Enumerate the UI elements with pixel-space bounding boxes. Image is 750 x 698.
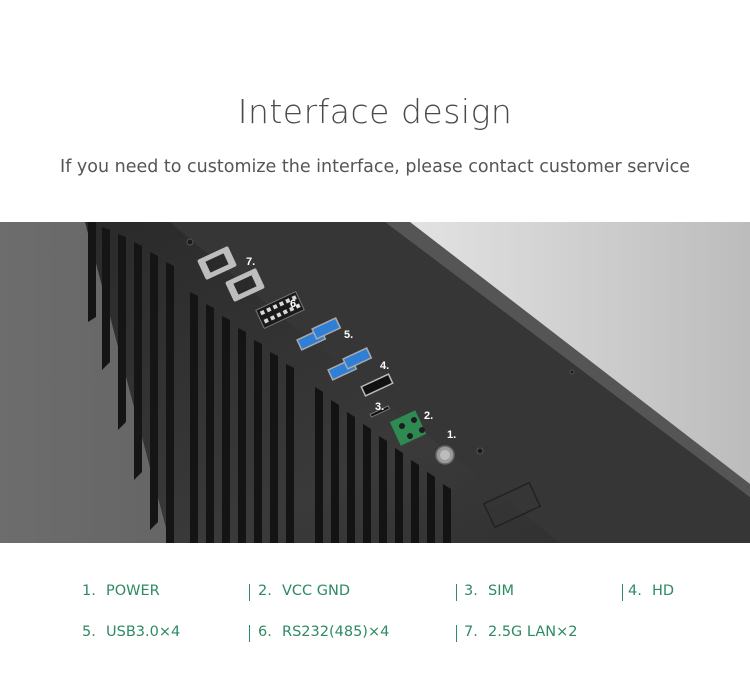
- callout-7: 7.: [246, 256, 255, 268]
- lan-port-icon: [197, 246, 265, 302]
- serial-header-icon: [255, 290, 305, 330]
- legend-label: USB3.0×4: [106, 624, 181, 640]
- page-title: Interface design: [237, 92, 513, 131]
- legend-label: POWER: [106, 583, 160, 599]
- legend-label: RS232(485)×4: [282, 624, 390, 640]
- legend-number: 2.: [258, 583, 272, 599]
- legend-label: 2.5G LAN×2: [488, 624, 578, 640]
- sim-slot-icon: [369, 405, 391, 418]
- legend-number: 1.: [82, 583, 96, 599]
- legend-divider: [456, 625, 457, 642]
- hdmi-port-icon: [360, 373, 394, 397]
- legend-item-usb: 5. USB3.0×4: [82, 624, 180, 640]
- legend-number: 4.: [628, 583, 642, 599]
- product-photo: 7. 6. 5. 4. 3. 2. 1.: [0, 222, 750, 543]
- callout-6: 6.: [290, 298, 299, 310]
- legend-number: 7.: [464, 624, 478, 640]
- legend-label: HD: [652, 583, 675, 599]
- legend-divider: [249, 584, 250, 601]
- callout-3: 3.: [375, 401, 384, 413]
- interface-legend: 1.POWER 2.VCC GND 3.SIM 4.HD 5.USB3.0×4 …: [0, 575, 750, 655]
- legend-divider: [249, 625, 250, 642]
- legend-number: 5.: [82, 624, 96, 640]
- legend-label: VCC GND: [282, 583, 351, 599]
- legend-number: 6.: [258, 624, 272, 640]
- legend-number: 3.: [464, 583, 478, 599]
- legend-label: SIM: [488, 583, 514, 599]
- legend-item-sim: 3. SIM: [464, 583, 514, 599]
- legend-item-rs232: 6. RS232(485)×4: [258, 624, 389, 640]
- callout-5: 5.: [344, 329, 353, 341]
- legend-item-hd: 4. HD: [628, 583, 674, 599]
- callout-2: 2.: [424, 410, 433, 422]
- legend-divider: [622, 584, 623, 601]
- page-subtitle: If you need to customize the interface, …: [60, 157, 690, 177]
- legend-item-power: 1. POWER: [82, 583, 160, 599]
- callout-4: 4.: [380, 360, 389, 372]
- callout-1: 1.: [447, 429, 456, 441]
- legend-item-lan: 7. 2.5G LAN×2: [464, 624, 577, 640]
- usb-port-icon: [296, 316, 373, 381]
- power-button-icon: [435, 445, 455, 465]
- terminal-block-icon: [389, 410, 427, 446]
- legend-item-vcc-gnd: 2. VCC GND: [258, 583, 350, 599]
- legend-divider: [456, 584, 457, 601]
